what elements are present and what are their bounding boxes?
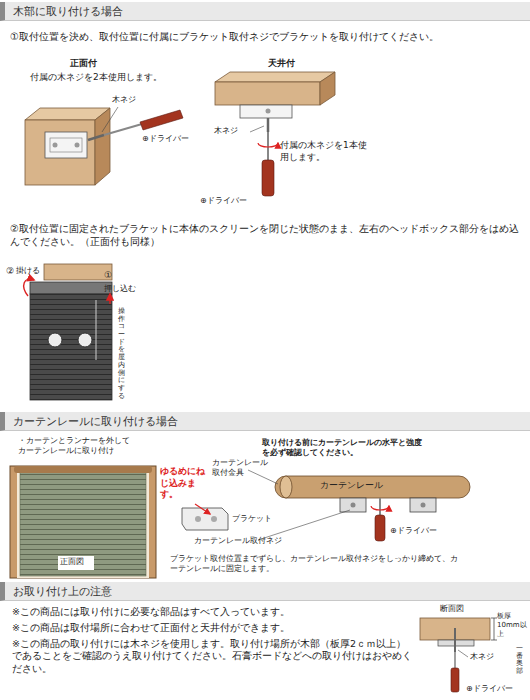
label-text: 押し込む: [104, 284, 136, 294]
section-heading: カーテンレールに取り付ける場合: [5, 414, 178, 429]
label-text: ゆるめにねじ込みます。: [160, 466, 206, 501]
label-text: 木ネジ: [112, 95, 136, 105]
label-text: カーテンレール取付金具: [212, 458, 272, 479]
label-text: 天井付: [268, 58, 295, 70]
window-figure: [10, 466, 156, 578]
label-text: 付属の木ネジを1本使用します。: [280, 140, 375, 163]
section-heading: お取り付け上の注意: [5, 584, 112, 599]
label-text: ※この商品には取り付けに必要な部品はすべて入っています。: [12, 606, 407, 618]
label-text: ⊕ドライバー: [466, 684, 513, 694]
ceiling-mount-figure: [215, 72, 335, 196]
label-text: 取り付ける前にカーテンレールの水平と強度を必ず確認してください。: [262, 438, 427, 459]
label-text: ・カーテンとランナーを外して カーテンレールに取り付け: [18, 436, 138, 457]
headbox-figure: [24, 264, 112, 400]
label-text: ブラケット取付位置までずらし、カーテンレール取付ネジをしっかり締めて、カーテンレ…: [170, 554, 460, 575]
label-text: 正面付: [70, 58, 97, 70]
label-text: ②取付位置に固定されたブラケットに本体のスクリーンを閉じた状態のまま、左右のヘッ…: [10, 222, 522, 248]
label-text: ⊕ドライバー: [200, 196, 247, 206]
label-text: 板厚10mm以上: [497, 612, 527, 639]
label-text: カーテンレール取付ネジ: [194, 536, 282, 546]
label-text: ①: [104, 270, 112, 282]
front-mount-figure: [25, 107, 183, 185]
label-text: ※この商品の取り付けには木ネジを使用します。取り付け場所が木部（板厚2ｃｍ以上）…: [12, 638, 412, 675]
label-text: 正面図: [60, 557, 84, 567]
curtain-rail-figure: [182, 470, 470, 541]
vertical-note: 操作コードを屋内側にする: [118, 308, 125, 400]
label-text: ②: [6, 266, 14, 278]
section-heading: 木部に取り付ける場合: [5, 4, 123, 19]
section-band: カーテンレールに取り付ける場合: [0, 412, 530, 431]
label-text: ①取付位置を決め、取付位置に付属にブラケット取付ネジでブラケットを取り付けてくだ…: [10, 30, 525, 43]
label-text: 付属の木ネジを2本使用します。: [30, 72, 162, 84]
label-text: カーテンレール: [320, 480, 383, 492]
label-text: ※この商品は取付場所に合わせて正面付と天井付ができます。: [12, 622, 407, 634]
label-text: 断面図: [440, 604, 464, 614]
section-band: お取り付け上の注意: [0, 582, 530, 601]
section-figure: [420, 618, 497, 692]
vertical-note: 一番奥部: [516, 645, 523, 676]
label-text: ⊕ドライバー: [390, 526, 437, 536]
label-text: 木ネジ: [470, 652, 494, 662]
label-text: 木ネジ: [214, 126, 238, 136]
label-text: 掛ける: [16, 266, 40, 276]
section-band: 木部に取り付ける場合: [0, 2, 530, 21]
label-text: ⊕ドライバー: [142, 134, 189, 144]
label-text: ブラケット: [232, 514, 272, 524]
